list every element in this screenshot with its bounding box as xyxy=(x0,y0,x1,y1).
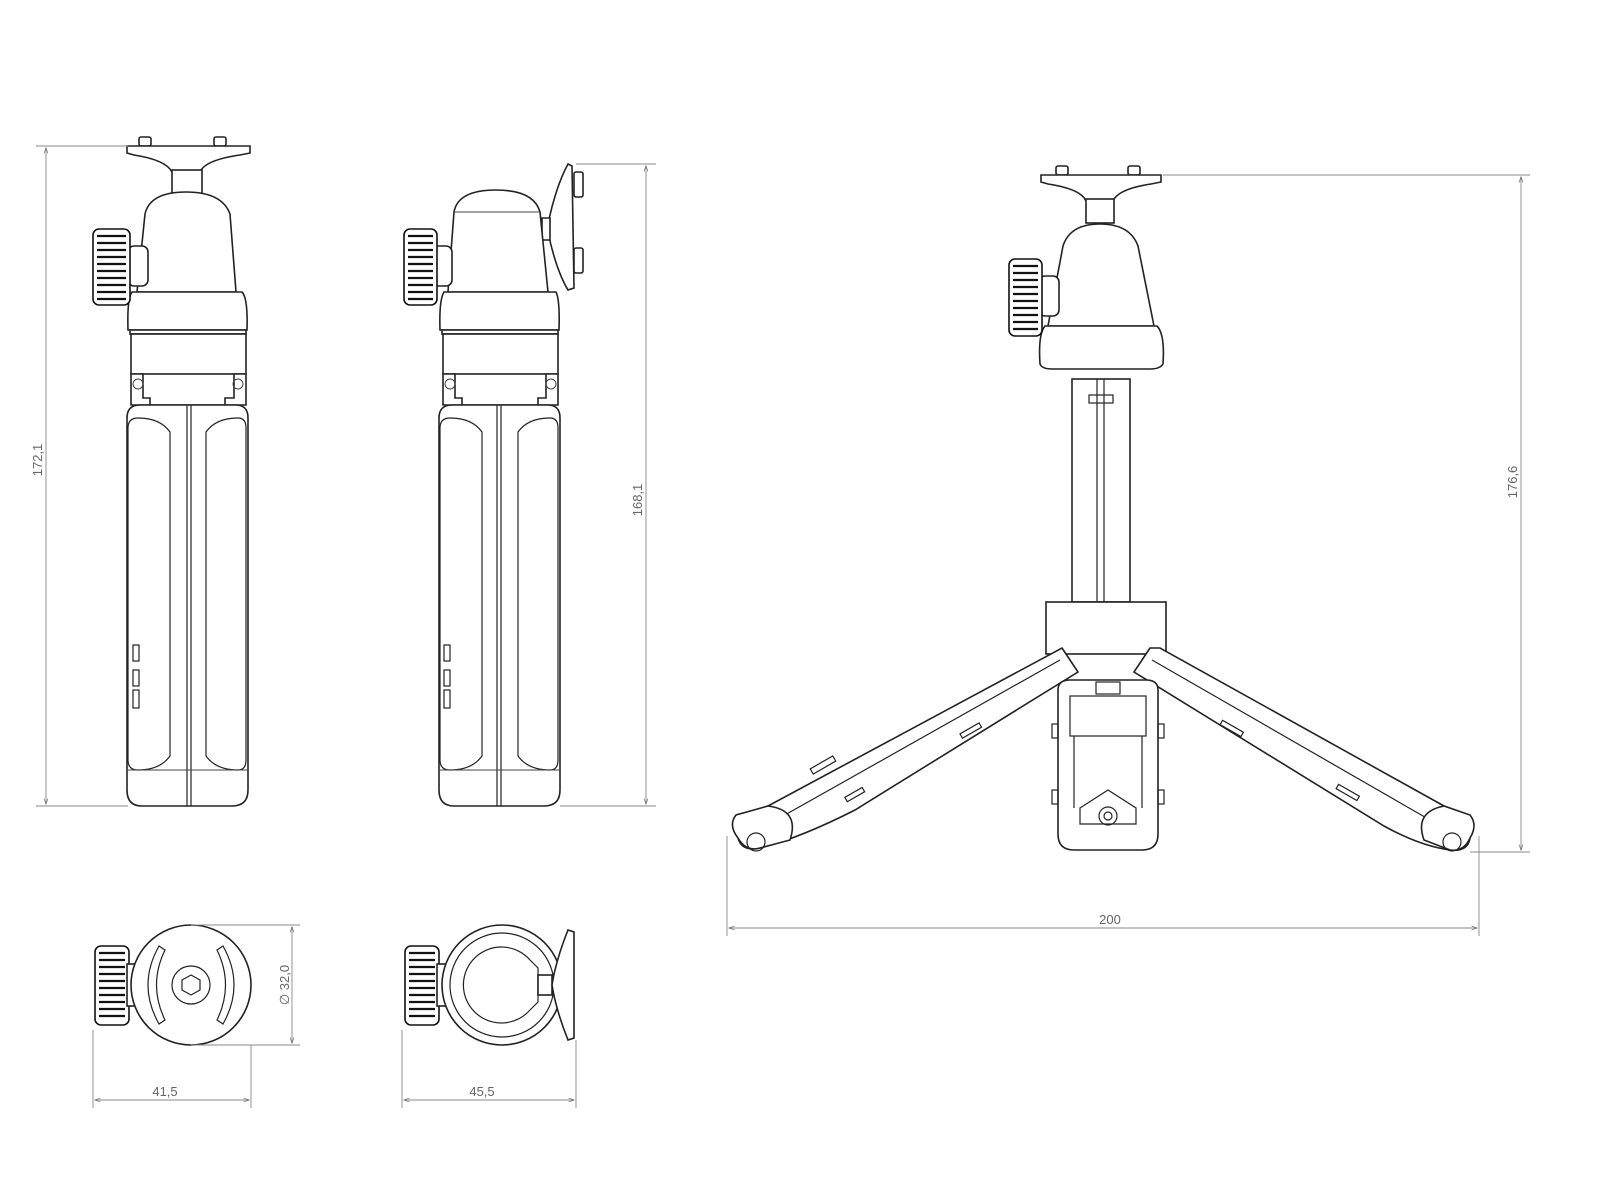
dim-label-45: 45,5 xyxy=(469,1084,494,1099)
dimension-diameter: ∅ 32,0 xyxy=(191,924,300,1046)
dimension-width-front: 41,5 xyxy=(92,1030,252,1108)
dim-label-41: 41,5 xyxy=(152,1084,177,1099)
dimension-height-front: 172,1 xyxy=(30,145,128,807)
front-view xyxy=(92,136,251,807)
dim-label-176: 176,6 xyxy=(1505,466,1520,499)
dimension-height-side: 168,1 xyxy=(560,163,656,807)
tripod-view xyxy=(731,165,1475,852)
side-view xyxy=(403,162,584,807)
dimension-width-side: 45,5 xyxy=(401,1030,577,1108)
dim-label-200: 200 xyxy=(1099,912,1121,927)
dim-label-168: 168,1 xyxy=(630,484,645,517)
dimension-width-tripod: 200 xyxy=(726,836,1480,936)
dim-label-172: 172,1 xyxy=(30,444,45,477)
top-view-side xyxy=(404,924,575,1046)
dim-label-32: ∅ 32,0 xyxy=(277,965,292,1005)
top-view-front xyxy=(94,924,252,1046)
dimension-height-tripod: 176,6 xyxy=(1163,174,1530,853)
